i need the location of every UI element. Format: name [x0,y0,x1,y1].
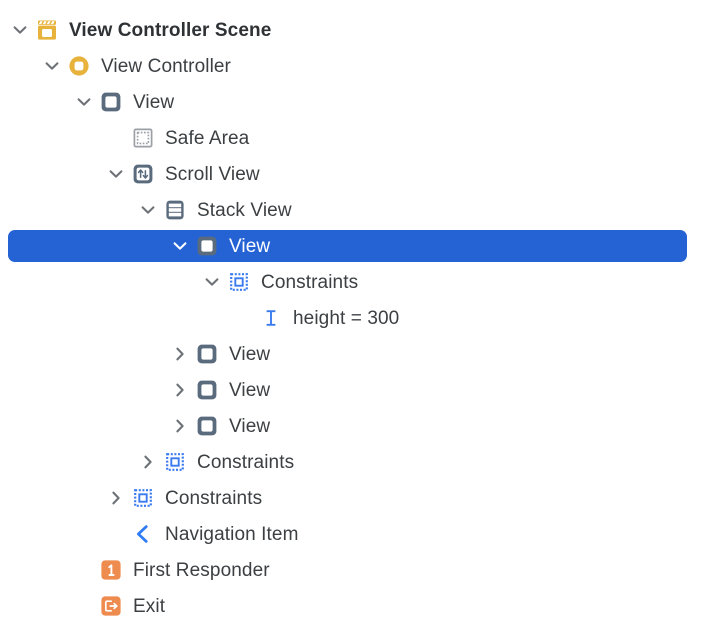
chevron-right-icon[interactable] [105,487,127,509]
row-content: Navigation Item [105,521,299,547]
first-responder-icon [98,557,124,583]
row-content: View Controller Scene [9,17,271,43]
dimension-icon [258,305,284,331]
scene-icon [34,17,60,43]
constraints-icon [226,269,252,295]
row-content: Scroll View [105,161,260,187]
outline-row-scroll-view[interactable]: Scroll View [0,156,702,192]
chevron-right-icon[interactable] [137,451,159,473]
row-content: Constraints [137,449,294,475]
row-content: View [73,89,174,115]
outline-row-view-selected[interactable]: View [0,228,702,264]
outline-row-exit[interactable]: Exit [0,588,702,624]
constraints-icon [162,449,188,475]
row-content: First Responder [73,557,270,583]
row-label: Constraints [197,451,295,473]
chevron-down-icon[interactable] [201,271,223,293]
row-content: Constraints [105,485,262,511]
row-content: View [169,413,270,439]
row-label: Constraints [165,487,263,509]
row-label: Safe Area [165,127,250,149]
navigation-item-icon [130,521,156,547]
row-label: Scroll View [165,163,260,185]
chevron-down-icon[interactable] [169,235,191,257]
outline-row-view-child-4[interactable]: View [0,408,702,444]
row-content: Constraints [201,269,358,295]
chevron-down-icon[interactable] [41,55,63,77]
chevron-down-icon[interactable] [137,199,159,221]
row-content: View Controller [41,53,231,79]
row-label: Navigation Item [165,523,299,545]
outline-row-view-controller-scene[interactable]: View Controller Scene [0,12,702,48]
outline-row-stack-view[interactable]: Stack View [0,192,702,228]
chevron-right-icon[interactable] [169,343,191,365]
row-label: Stack View [197,199,292,221]
row-label: height = 300 [293,307,400,329]
row-content: Exit [73,593,165,619]
view-icon [194,413,220,439]
exit-icon [98,593,124,619]
scroll-view-icon [130,161,156,187]
row-content: View [169,377,270,403]
safe-area-icon [130,125,156,151]
chevron-down-icon[interactable] [9,19,31,41]
outline-row-safe-area[interactable]: Safe Area [0,120,702,156]
outline-row-navigation-item[interactable]: Navigation Item [0,516,702,552]
row-label: View [133,91,175,113]
outline-row-view-root[interactable]: View [0,84,702,120]
outline-row-constraints-stack[interactable]: Constraints [0,444,702,480]
row-content: Safe Area [105,125,249,151]
row-label: View [229,379,271,401]
chevron-down-icon[interactable] [73,91,95,113]
row-label: View Controller [101,55,231,77]
stack-view-icon [162,197,188,223]
outline-row-first-responder[interactable]: First Responder [0,552,702,588]
row-content: View [169,341,270,367]
row-label: View [229,235,271,257]
outline-row-constraints-root[interactable]: Constraints [0,480,702,516]
row-label: Constraints [261,271,359,293]
row-label: View Controller Scene [69,19,272,41]
chevron-right-icon[interactable] [169,415,191,437]
view-icon [194,233,220,259]
view-icon [194,377,220,403]
outline-row-view-child-3[interactable]: View [0,372,702,408]
row-label: First Responder [133,559,270,581]
outline-row-view-child-2[interactable]: View [0,336,702,372]
outline-row-constraints-inner[interactable]: Constraints [0,264,702,300]
view-icon [194,341,220,367]
constraints-icon [130,485,156,511]
view-icon [98,89,124,115]
row-content: View [169,233,270,259]
row-label: View [229,343,271,365]
row-selection-highlight [8,230,687,262]
chevron-right-icon[interactable] [169,379,191,401]
chevron-down-icon[interactable] [105,163,127,185]
outline-row-height-constraint[interactable]: height = 300 [0,300,702,336]
outline-row-view-controller[interactable]: View Controller [0,48,702,84]
row-content: Stack View [137,197,292,223]
row-content: height = 300 [233,305,399,331]
row-label: View [229,415,271,437]
row-label: Exit [133,595,166,617]
view-controller-icon [66,53,92,79]
